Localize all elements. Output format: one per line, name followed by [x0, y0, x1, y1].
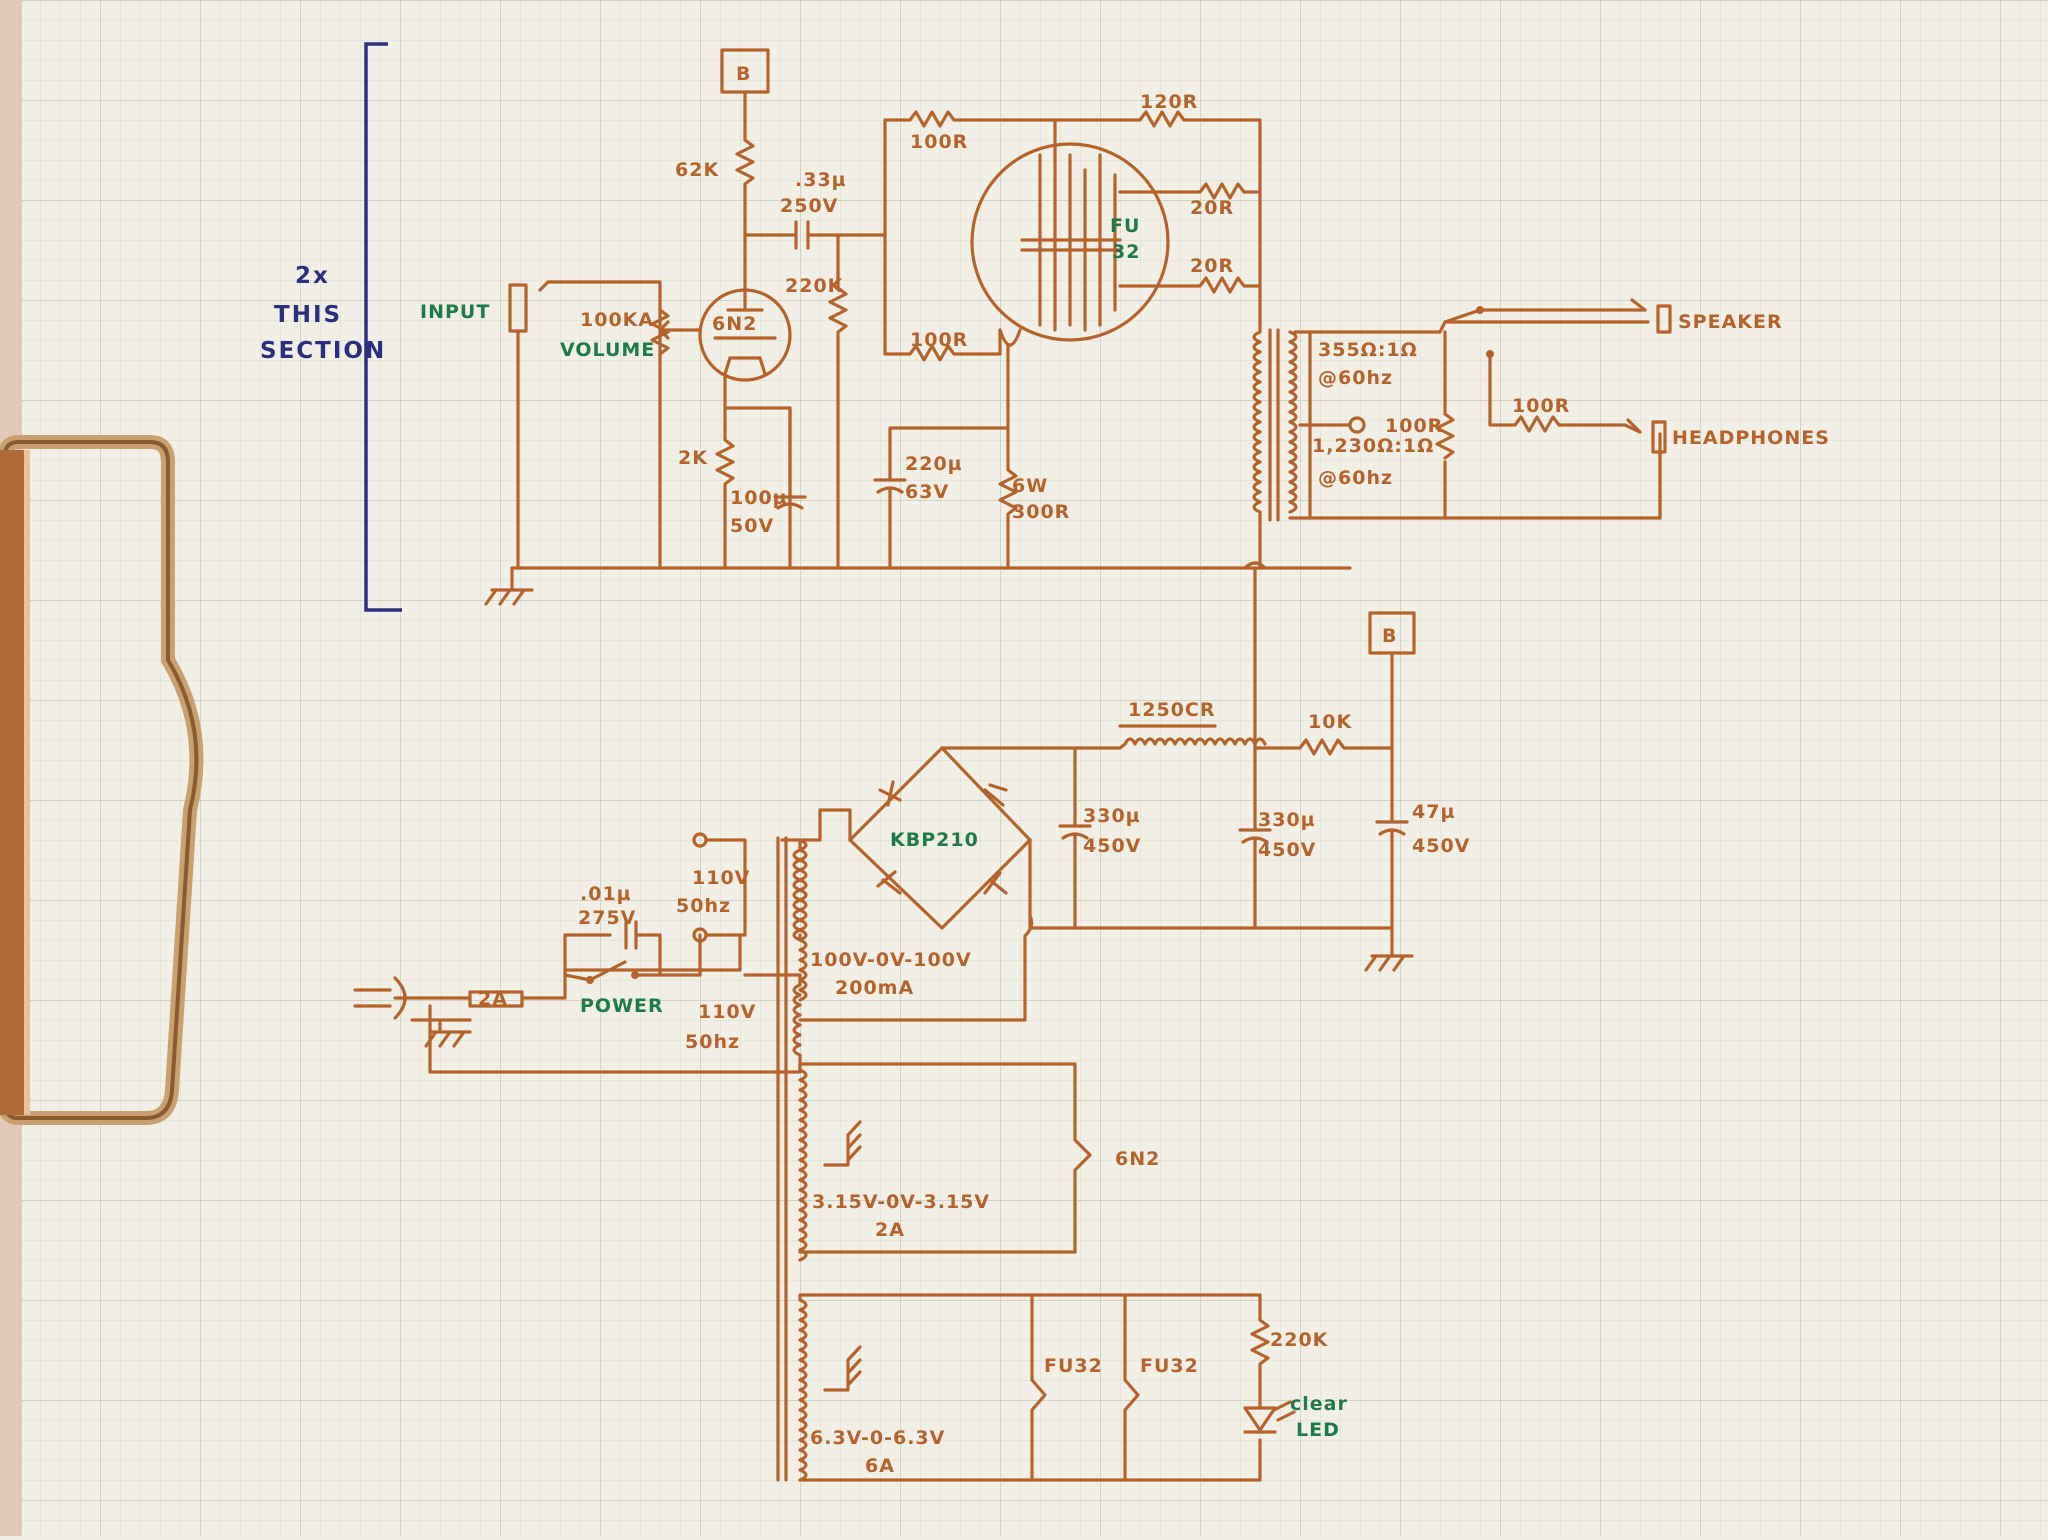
- tube-fu32-label-a: FU: [1110, 215, 1140, 237]
- cap-220u-value: 220µ: [905, 453, 963, 475]
- annotation-line1: 2x: [295, 263, 330, 289]
- heater2-voltage: 6.3V-0-6.3V: [810, 1427, 945, 1449]
- heater2-fu32-a: FU32: [1044, 1355, 1103, 1377]
- ground-symbol-mains: [410, 1004, 472, 1048]
- resistor-300r-watt: 6W: [1012, 475, 1048, 497]
- annotation-line2: THIS: [274, 302, 342, 328]
- heater1-voltage: 3.15V-0V-3.15V: [812, 1191, 990, 1213]
- cap-033-value: .33µ: [795, 169, 847, 191]
- cap-100u-voltage: 50V: [730, 515, 774, 537]
- primary1-voltage: 110V: [692, 867, 750, 889]
- cap-001u-voltage: 275V: [578, 907, 636, 929]
- choke-label: 1250CR: [1128, 699, 1215, 721]
- tube-6n2-label: 6N2: [712, 313, 757, 335]
- cap-330u-a-voltage: 450V: [1083, 835, 1141, 857]
- heater1-current: 2A: [875, 1219, 905, 1241]
- resistor-100r-ot-label: 100R: [1385, 415, 1443, 437]
- ot-primary-freq-b: @60hz: [1318, 467, 1393, 489]
- resistor-100r-bottom-label: 100R: [910, 329, 968, 351]
- fuse-label: 2A: [478, 988, 508, 1010]
- cap-330u-b-value: 330µ: [1258, 809, 1316, 831]
- amplifier-section: B 62K .33µ 250V 220K 6N2 2K 100µ 50V INP…: [420, 48, 1830, 750]
- cap-330u-b-voltage: 450V: [1258, 839, 1316, 861]
- ot-primary-ratio-a: 355Ω:1Ω: [1318, 339, 1418, 361]
- b-plus-label-top: B: [736, 63, 751, 85]
- section-annotation: 2x THIS SECTION: [260, 42, 402, 612]
- resistor-300r-label: 300R: [1012, 501, 1070, 523]
- led-label-a: clear: [1290, 1393, 1348, 1415]
- ot-primary-ratio-b: 1,230Ω:1Ω: [1312, 435, 1434, 457]
- tube-fu32-label-b: 32: [1112, 241, 1140, 263]
- bridge-label: KBP210: [890, 829, 979, 851]
- volume-pot-label: VOLUME: [560, 339, 655, 361]
- speaker-jack[interactable]: [1656, 304, 1672, 334]
- primary2-voltage: 110V: [698, 1001, 756, 1023]
- heater1-tube-label: 6N2: [1115, 1148, 1160, 1170]
- tube-fu32: [970, 142, 1170, 342]
- bridge-rectifier: [848, 746, 1032, 930]
- cap-001u-value: .01µ: [580, 883, 632, 905]
- power-switch-label: POWER: [580, 995, 664, 1017]
- power-transformer: [428, 808, 1296, 1482]
- resistor-100r-top-label: 100R: [910, 131, 968, 153]
- annotation-line3: SECTION: [260, 338, 386, 364]
- cap-47u-voltage: 450V: [1412, 835, 1470, 857]
- headphones-label: HEADPHONES: [1672, 427, 1830, 449]
- cap-033-voltage: 250V: [780, 195, 838, 217]
- resistor-120r-label: 120R: [1140, 91, 1198, 113]
- resistor-20r-b-label: 20R: [1190, 255, 1234, 277]
- ground-symbol-amp: [484, 566, 534, 606]
- cap-220u-voltage: 63V: [905, 481, 949, 503]
- led-label-b: LED: [1296, 1419, 1340, 1441]
- cap-100u-value: 100µ: [730, 487, 788, 509]
- resistor-10k-label: 10K: [1308, 711, 1352, 733]
- resistor-100r-hp-label: 100R: [1512, 395, 1570, 417]
- heater2-current: 6A: [865, 1455, 895, 1477]
- resistor-2k-label: 2K: [678, 447, 708, 469]
- power-supply-section: B 1250CR 10K 330µ 450V 330µ 450V 47µ 450…: [353, 611, 1470, 1482]
- resistor-62k-label: 62K: [675, 159, 719, 181]
- heater2-fu32-b: FU32: [1140, 1355, 1199, 1377]
- b-plus-label-mid: B: [1382, 625, 1397, 647]
- hv-secondary-voltage: 100V-0V-100V: [810, 949, 972, 971]
- cap-330u-a-value: 330µ: [1083, 805, 1141, 827]
- hv-secondary-current: 200mA: [835, 977, 914, 999]
- resistor-20r-a-label: 20R: [1190, 197, 1234, 219]
- speaker-label: SPEAKER: [1678, 311, 1783, 333]
- input-label: INPUT: [420, 301, 490, 323]
- resistor-220k-led-label: 220K: [1270, 1329, 1329, 1351]
- primary2-freq: 50hz: [685, 1031, 740, 1053]
- ot-primary-freq-a: @60hz: [1318, 367, 1393, 389]
- binder-clip: [0, 435, 204, 1125]
- ground-symbol-psu: [1364, 954, 1414, 972]
- volume-pot-value: 100KA: [580, 309, 654, 331]
- primary1-freq: 50hz: [676, 895, 731, 917]
- cap-47u-value: 47µ: [1412, 801, 1455, 823]
- resistor-220k-label: 220K: [785, 275, 844, 297]
